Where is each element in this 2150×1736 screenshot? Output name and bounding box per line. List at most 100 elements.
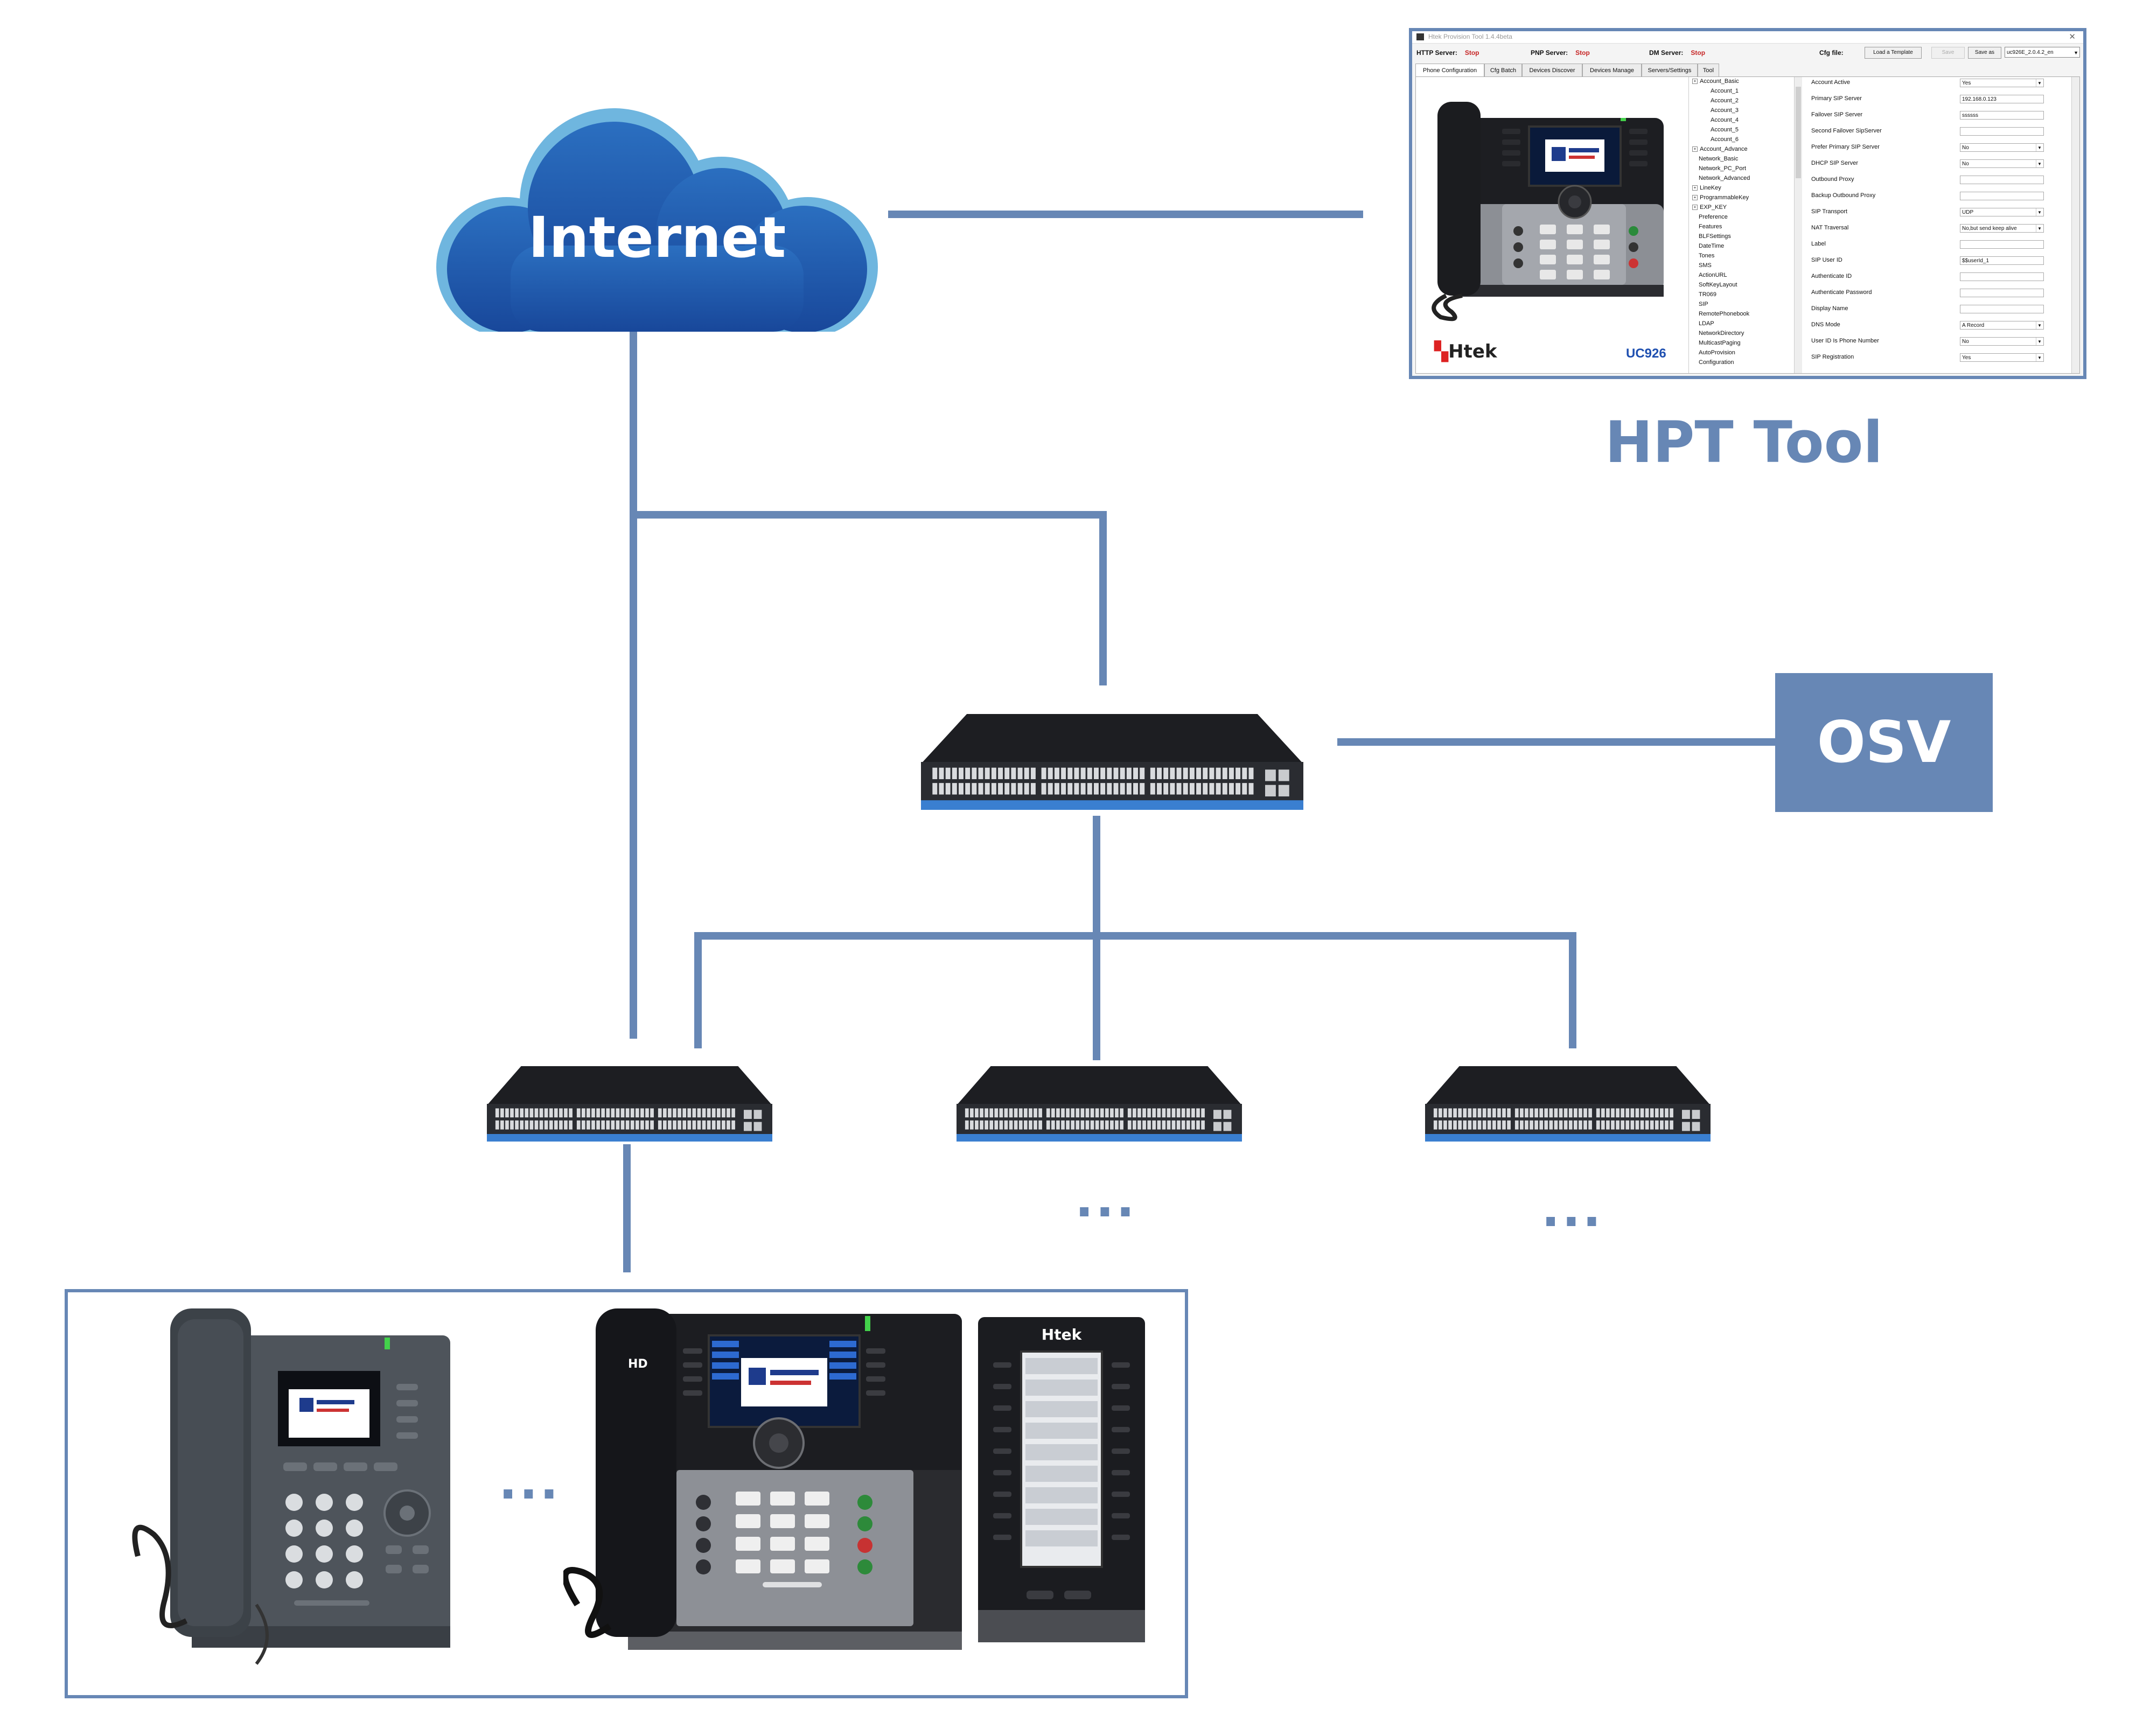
tree-item[interactable]: Preference [1692,214,1728,220]
tab-tool[interactable]: Tool [1698,64,1719,77]
property-input[interactable]: ssssss [1960,111,2044,120]
tree-item[interactable]: Configuration [1692,359,1734,366]
tree-item[interactable]: NetworkDirectory [1692,330,1744,337]
save-button[interactable]: Save [1931,47,1965,59]
property-select[interactable]: No▼ [1960,159,2044,168]
property-input[interactable] [1960,176,2044,184]
tree-item[interactable]: Network_PC_Port [1692,165,1746,172]
property-input[interactable] [1960,272,2044,281]
tree-item[interactable]: +EXP_KEY [1692,204,1727,211]
tree-item[interactable]: Tones [1692,253,1714,259]
property-label: Second Failover SipServer [1811,128,1882,134]
tree-item[interactable]: Features [1692,223,1722,230]
tab-devices-discover[interactable]: Devices Discover [1522,64,1582,77]
tab-servers-settings[interactable]: Servers/Settings [1642,64,1698,77]
tree-item[interactable]: BLFSettings [1692,233,1731,240]
ellipsis-phones: ... [499,1454,561,1510]
expand-icon[interactable]: + [1692,205,1698,210]
tree-item[interactable]: Network_Basic [1692,156,1738,162]
tree-node-icon [1692,165,1697,170]
tree-item[interactable]: Account_5 [1711,127,1739,133]
property-label: SIP Registration [1811,354,1854,360]
property-select[interactable]: No▼ [1960,337,2044,346]
property-label: Prefer Primary SIP Server [1811,144,1880,150]
expand-icon[interactable]: + [1692,79,1698,84]
load-template-button[interactable]: Load a Template [1865,47,1922,59]
expand-icon[interactable]: + [1692,185,1698,191]
property-select[interactable]: Yes▼ [1960,79,2044,87]
property-input[interactable]: 192.168.0.123 [1960,95,2044,103]
tree-node-icon [1692,311,1697,315]
tree-item[interactable]: SoftKeyLayout [1692,282,1737,288]
chevron-down-icon: ▼ [2036,225,2043,232]
switch-graphic [921,714,1303,810]
handset-hd-badge: HD [628,1357,648,1371]
tree-item[interactable]: RemotePhonebook [1692,311,1749,317]
line-core-to-left-switch [694,932,1576,1048]
tree-item[interactable]: SIP [1692,301,1708,307]
tree-item[interactable]: Account_1 [1711,88,1739,94]
tree-item[interactable]: +Account_Advance [1692,146,1748,152]
tree-node-icon [1692,175,1697,179]
property-select[interactable]: Yes▼ [1960,353,2044,362]
exp-module-brand: Htek [1042,1326,1083,1343]
cfg-file-label: Cfg file: [1819,49,1844,57]
property-input[interactable] [1960,240,2044,249]
tree-item[interactable]: Network_Advanced [1692,175,1750,181]
tree-item[interactable]: Account_2 [1711,97,1739,104]
tab-phone-configuration[interactable]: Phone Configuration [1415,64,1484,77]
chevron-down-icon: ▼ [2036,208,2043,216]
props-scrollbar[interactable] [2071,77,2079,373]
internet-label: Internet [528,205,786,270]
tab-cfg-batch[interactable]: Cfg Batch [1484,64,1522,77]
property-select[interactable]: No,but send keep alive▼ [1960,224,2044,233]
tab-devices-manage[interactable]: Devices Manage [1582,64,1642,77]
tree-item[interactable]: Account_6 [1711,136,1739,143]
tree-item[interactable]: TR069 [1692,291,1716,298]
property-select[interactable]: No▼ [1960,143,2044,152]
tree-node-icon [1692,330,1697,334]
tree-node-icon [1692,156,1697,160]
tree-item[interactable]: Account_4 [1711,117,1739,123]
tree-item[interactable]: LDAP [1692,320,1714,327]
property-input[interactable]: $$userId_1 [1960,256,2044,265]
expand-icon[interactable]: + [1692,195,1698,200]
access-switch-left-icon [487,1066,772,1142]
tree-item[interactable]: AutoProvision [1692,349,1735,356]
property-input[interactable] [1960,305,2044,313]
switch-graphic [487,1066,772,1142]
line-internet-to-core [630,511,1107,685]
close-icon[interactable]: ✕ [2069,32,2076,41]
property-input[interactable] [1960,127,2044,136]
property-select[interactable]: A Record▼ [1960,321,2044,330]
tree-node-icon [1692,340,1697,344]
tree-item[interactable]: Account_3 [1711,107,1739,114]
cfg-file-select[interactable]: uc926E_2.0.4.2_en▼ [2005,47,2080,58]
property-label: Backup Outbound Proxy [1811,192,1876,199]
save-as-button[interactable]: Save as [1968,47,2001,59]
expand-icon[interactable]: + [1692,146,1698,152]
tree-item[interactable]: DateTime [1692,243,1724,249]
tree-node-icon [1692,223,1697,228]
desk-phone-small-image [132,1308,450,1665]
access-switch-right-icon [1425,1066,1711,1142]
tree-item[interactable]: +Account_Basic [1692,78,1739,85]
tree-item[interactable]: +ProgrammableKey [1692,194,1749,201]
access-switch-middle-icon [957,1066,1242,1142]
property-label: Display Name [1811,305,1848,312]
ellipsis-middle: ... [1075,1172,1137,1228]
tree-node-icon [1692,272,1697,276]
tree-scrollbar[interactable] [1794,77,1802,373]
property-label: Authenticate ID [1811,273,1852,279]
tree-node-icon [1692,320,1697,325]
property-input[interactable] [1960,192,2044,200]
phone-preview: ▚Htek UC926 [1416,77,1691,373]
property-input[interactable] [1960,289,2044,297]
tree-item[interactable]: ActionURL [1692,272,1727,278]
tree-item[interactable]: +LineKey [1692,185,1721,191]
tree-item[interactable]: MulticastPaging [1692,340,1741,346]
property-select[interactable]: UDP▼ [1960,208,2044,216]
tree-item[interactable]: SMS [1692,262,1712,269]
